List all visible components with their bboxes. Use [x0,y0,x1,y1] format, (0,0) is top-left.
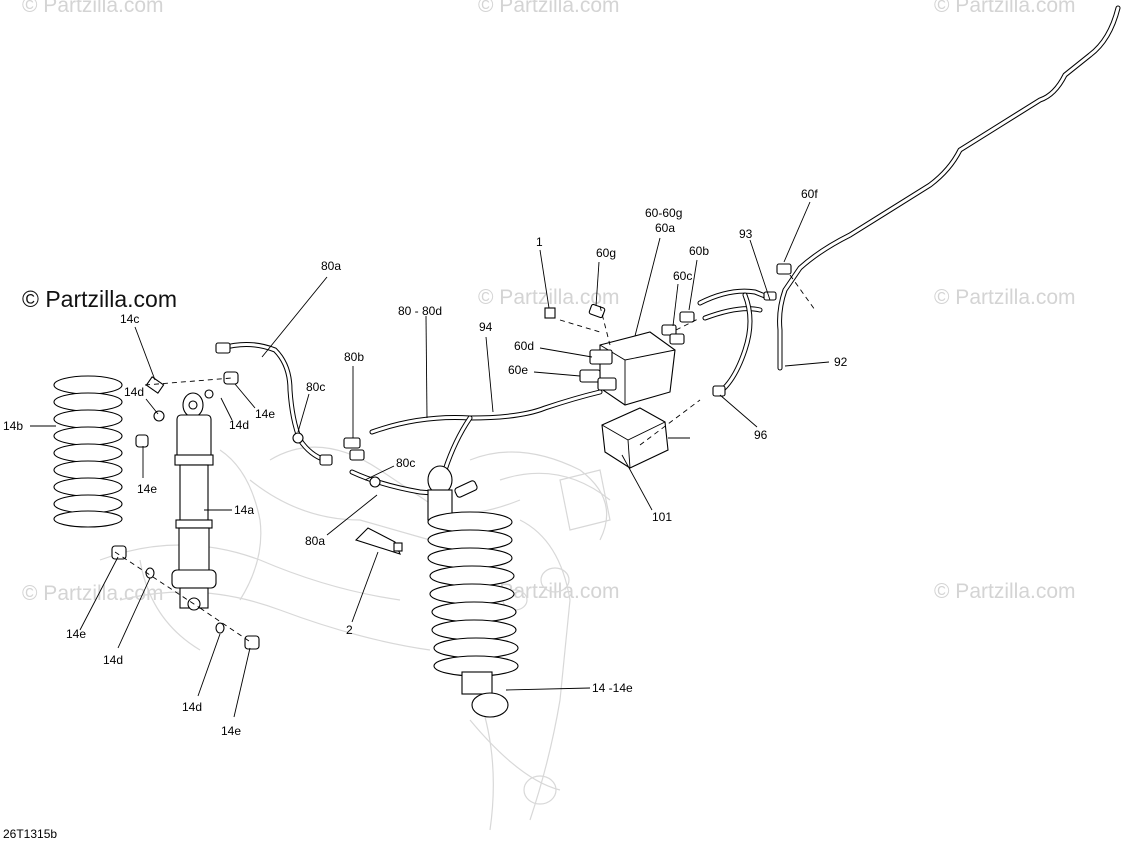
watermark-top-left: © Partzilla.com [22,0,164,17]
watermark-mid-right: © Partzilla.com [934,286,1076,309]
diagram-code: 26T1315b [3,827,58,841]
callout-14b: 14b [3,419,23,433]
callout-60g: 60g [596,246,616,260]
shock-absorber-14a [171,392,217,611]
watermark-top-center: © Partzilla.com [478,0,620,17]
callout-14e-lower: 14e [66,627,86,641]
callout-60e: 60e [508,363,528,377]
watermark-low-center: © Partzilla.com [478,580,620,603]
callout-101: 101 [652,510,672,524]
callout-2: 2 [346,623,353,637]
callout-14-14e: 14 -14e [592,681,633,695]
callout-1: 1 [536,235,543,249]
harness-94 [369,389,603,473]
watermark-main: © Partzilla.com [22,286,177,312]
watermark-mid-center: © Partzilla.com [478,286,620,309]
watermark-top-right: © Partzilla.com [934,0,1076,17]
ghost-frame [99,446,611,831]
callout-14d-right: 14d [229,418,249,432]
callout-80a-top: 80a [321,259,341,273]
callout-80c-top: 80c [306,380,325,394]
callout-80b: 80b [344,350,364,364]
callout-80a-bottom: 80a [305,534,325,548]
callout-14d-bottom: 14d [182,700,202,714]
callout-14e-upper: 14e [255,407,275,421]
callout-14d-lower: 14d [103,653,123,667]
shock-assembly-14 [427,465,519,718]
callout-60d: 60d [514,339,534,353]
watermark-low-left: © Partzilla.com [22,582,164,605]
callout-14a: 14a [234,503,254,517]
callout-14e-left: 14e [137,482,157,496]
callout-labels: 14c 14d 14e 14d 14b 14e 14a 14e 14d 14d … [3,187,848,738]
callout-92: 92 [834,355,848,369]
callout-80-80d: 80 - 80d [398,304,442,318]
callout-80c-mid: 80c [396,456,415,470]
hardware-small-parts [111,371,260,650]
callout-14e-bottom: 14e [221,724,241,738]
callout-60a: 60a [655,221,675,235]
hose-80a [215,342,333,466]
valve-block-60 [544,288,773,406]
callout-94: 94 [479,320,493,334]
callout-93: 93 [739,227,753,241]
fitting-80b [343,437,448,497]
leader-lines [30,201,830,718]
callout-14c: 14c [120,312,139,326]
callout-60-60g: 60-60g [645,206,682,220]
callout-60f: 60f [801,187,818,201]
control-module-101 [601,399,701,469]
watermark-low-right: © Partzilla.com [934,580,1076,603]
line-92 [763,5,1121,371]
callout-60c: 60c [673,269,692,283]
callout-14d-upper: 14d [124,385,144,399]
bracket-2 [354,527,403,555]
callout-96: 96 [754,428,768,442]
coil-spring-14b [53,375,123,528]
callout-60b: 60b [689,244,709,258]
